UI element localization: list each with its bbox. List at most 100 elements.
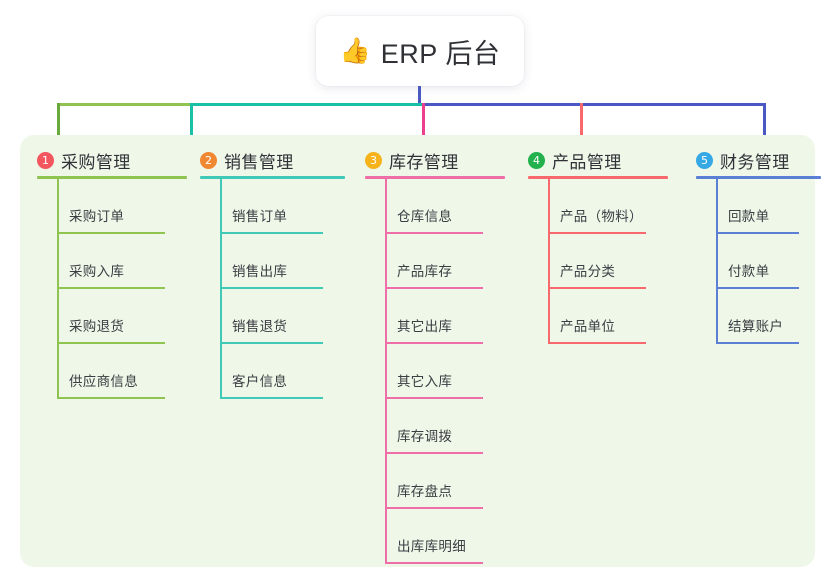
module-item[interactable]: 销售出库 — [220, 234, 345, 289]
module-item-label: 回款单 — [728, 209, 770, 224]
module-item-rule — [385, 342, 483, 344]
module-item-label: 其它出库 — [397, 319, 453, 334]
module-item[interactable]: 回款单 — [716, 179, 821, 234]
module-item-rule — [220, 342, 323, 344]
module-item-rule — [385, 232, 483, 234]
module-item-label: 销售退货 — [232, 319, 288, 334]
module-item-label: 采购入库 — [69, 264, 125, 279]
module-title-label: 采购管理 — [61, 152, 131, 172]
module-item-label: 产品单位 — [560, 319, 616, 334]
module-header-1[interactable]: 1 采购管理 — [37, 147, 187, 173]
drop-connector-5 — [763, 103, 766, 149]
module-title-label: 销售管理 — [224, 152, 294, 172]
items-spine — [57, 179, 59, 399]
drop-connector-4 — [580, 103, 583, 149]
trunk-connector — [418, 86, 421, 106]
module-item[interactable]: 其它入库 — [385, 344, 505, 399]
module-item[interactable]: 付款单 — [716, 234, 821, 289]
module-item[interactable]: 产品单位 — [548, 289, 668, 344]
module-item-label: 销售订单 — [232, 209, 288, 224]
module-title-label: 库存管理 — [389, 152, 459, 172]
root-title-label: ERP 后台 — [380, 38, 501, 69]
module-item-rule — [385, 562, 483, 564]
module-item-rule — [57, 287, 165, 289]
module-number-badge: 4 — [528, 151, 545, 169]
connector-bar-segment-3 — [422, 103, 765, 106]
module-item-rule — [548, 342, 646, 344]
module-item-rule — [57, 232, 165, 234]
module-item-label: 产品库存 — [397, 264, 453, 279]
items-spine — [548, 179, 550, 344]
module-item-label: 付款单 — [728, 264, 770, 279]
root-title-card[interactable]: 👍 ERP 后台 — [316, 16, 524, 86]
module-item[interactable]: 产品分类 — [548, 234, 668, 289]
module-item-rule — [385, 287, 483, 289]
module-item-label: 库存调拨 — [397, 429, 453, 444]
module-header-rule — [200, 176, 345, 179]
module-item[interactable]: 供应商信息 — [57, 344, 187, 399]
module-item-label: 其它入库 — [397, 374, 453, 389]
module-item[interactable]: 采购订单 — [57, 179, 187, 234]
module-number-badge: 1 — [37, 151, 54, 169]
module-item-rule — [385, 507, 483, 509]
module-item[interactable]: 出库库明细 — [385, 509, 505, 564]
module-item[interactable]: 客户信息 — [220, 344, 345, 399]
module-header-rule — [37, 176, 187, 179]
module-item-rule — [220, 397, 323, 399]
module-item-label: 采购退货 — [69, 319, 125, 334]
module-item-label: 客户信息 — [232, 374, 288, 389]
module-item-rule — [548, 287, 646, 289]
module-header-rule — [365, 176, 505, 179]
module-item-rule — [57, 342, 165, 344]
module-items: 回款单付款单结算账户 — [696, 179, 821, 344]
module-item[interactable]: 产品库存 — [385, 234, 505, 289]
module-item-rule — [385, 452, 483, 454]
module-item[interactable]: 结算账户 — [716, 289, 821, 344]
module-title-label: 财务管理 — [720, 152, 790, 172]
module-item-label: 仓库信息 — [397, 209, 453, 224]
module-items: 产品（物料） 产品分类产品单位 — [528, 179, 668, 344]
module-item-label: 销售出库 — [232, 264, 288, 279]
module-column-1: 1 采购管理采购订单采购入库采购退货供应商信息 — [37, 147, 187, 399]
modules-panel: 1 采购管理采购订单采购入库采购退货供应商信息 2 销售管理销售订单销售出库销售退货客… — [20, 135, 821, 567]
module-header-2[interactable]: 2 销售管理 — [200, 147, 345, 173]
module-header-rule — [696, 176, 821, 179]
module-item-rule — [716, 287, 799, 289]
module-item-rule — [385, 397, 483, 399]
module-item[interactable]: 销售退货 — [220, 289, 345, 344]
module-item[interactable]: 其它出库 — [385, 289, 505, 344]
module-header-rule — [528, 176, 668, 179]
module-item[interactable]: 采购退货 — [57, 289, 187, 344]
module-item[interactable]: 库存调拨 — [385, 399, 505, 454]
module-item[interactable]: 库存盘点 — [385, 454, 505, 509]
module-item[interactable]: 销售订单 — [220, 179, 345, 234]
module-item-rule — [716, 232, 799, 234]
items-spine — [220, 179, 222, 399]
drop-connector-1 — [57, 103, 60, 149]
module-item[interactable]: 采购入库 — [57, 234, 187, 289]
module-item-rule — [57, 397, 165, 399]
module-items: 仓库信息产品库存其它出库其它入库库存调拨库存盘点出库库明细 — [365, 179, 505, 564]
module-item-label: 结算账户 — [728, 319, 784, 334]
connector-bar-segment-1 — [57, 103, 190, 106]
module-items: 销售订单销售出库销售退货客户信息 — [200, 179, 345, 399]
module-item-rule — [548, 232, 646, 234]
module-item-label: 产品分类 — [560, 264, 616, 279]
connector-bar-segment-2 — [190, 103, 422, 106]
module-title-label: 产品管理 — [552, 152, 622, 172]
module-item[interactable]: 仓库信息 — [385, 179, 505, 234]
module-item[interactable]: 产品（物料） — [548, 179, 668, 234]
module-item-label: 供应商信息 — [69, 374, 138, 389]
module-number-badge: 2 — [200, 151, 217, 169]
module-column-4: 4 产品管理产品（物料） 产品分类产品单位 — [528, 147, 668, 344]
drop-connector-2 — [190, 103, 193, 149]
module-item-label: 出库库明细 — [397, 539, 466, 554]
module-item-label: 库存盘点 — [397, 484, 453, 499]
module-header-4[interactable]: 4 产品管理 — [528, 147, 668, 173]
thumbs-up-icon: 👍 — [339, 36, 371, 65]
items-spine — [385, 179, 387, 564]
